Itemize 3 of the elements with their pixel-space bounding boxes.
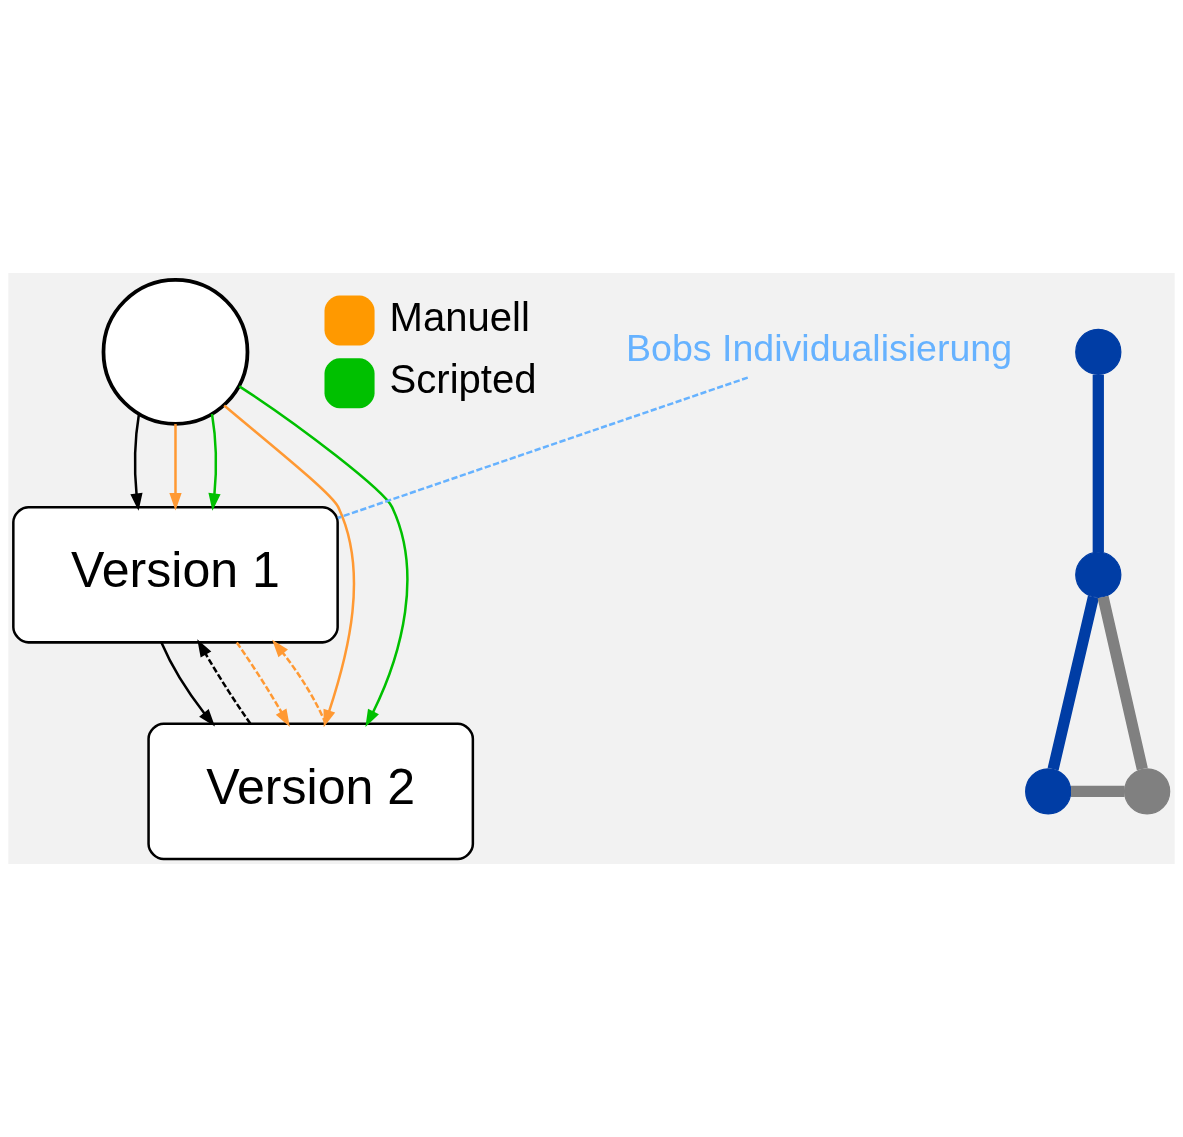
- legend-label: Manuell: [389, 294, 530, 339]
- node-text: Bobs Individualisierung: [626, 327, 1013, 370]
- legend-label: Scripted: [389, 357, 537, 402]
